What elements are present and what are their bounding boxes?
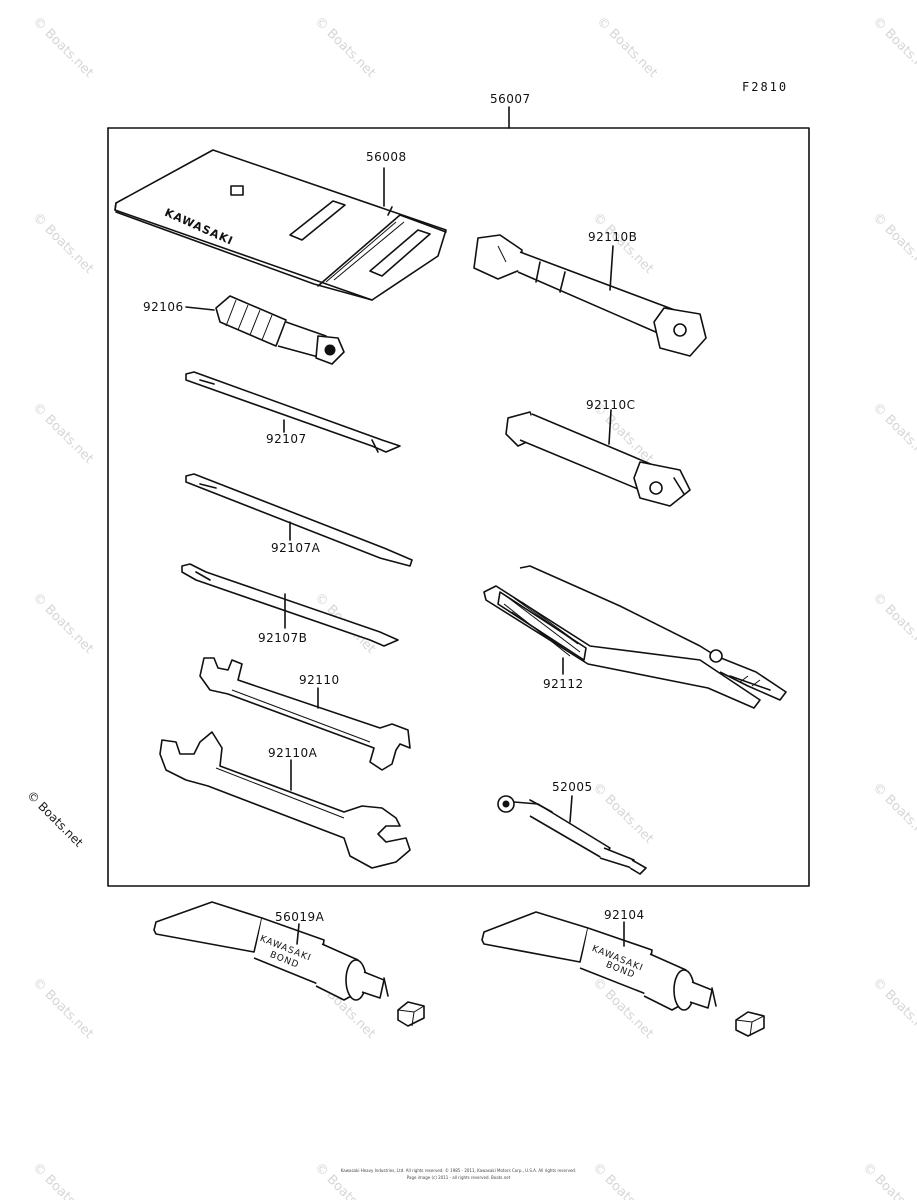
part-label-bond-a[interactable]: 56019A [275,910,325,924]
part-label-screwdriver-a[interactable]: 92107 [266,432,307,446]
screwdriver-92107a-drawing [185,473,413,567]
part-label-gauge[interactable]: 52005 [552,780,593,794]
part-label-tool-kit[interactable]: 56007 [490,92,531,106]
pliers-drawing [483,565,787,709]
part-label-wrench-small[interactable]: 92110 [299,673,340,687]
leader-line [185,306,215,311]
part-label-screwdriver-b[interactable]: 92107A [271,541,321,555]
tool-kit-frame [107,127,810,887]
part-label-bag[interactable]: 56008 [366,150,407,164]
tool-bag-drawing [114,149,447,301]
part-label-plug-wrench[interactable]: 92110B [588,230,638,244]
leader-line [609,245,614,291]
screwdriver-92107b-drawing [181,563,399,647]
footer-page-image: Page image (c) 2011 - all rights reserve… [406,1175,511,1180]
leader-line [608,409,612,445]
gauge-drawing [497,795,647,875]
wrench-92110-drawing [199,657,411,771]
wrench-92110a-drawing [159,731,411,869]
leader-line [296,923,300,945]
part-label-pliers[interactable]: 92112 [543,677,584,691]
screwdriver-92107-drawing [185,371,401,453]
part-label-bond-b[interactable]: 92104 [604,908,645,922]
bond-tube-b-drawing [481,911,765,1037]
leader-line [569,795,573,823]
handle-drawing [215,295,345,365]
footer-copyright: Kawasaki Heavy Industries, Ltd. All righ… [340,1168,577,1173]
part-label-wrench-large[interactable]: 92110A [268,746,318,760]
part-label-handle[interactable]: 92106 [143,300,184,314]
part-label-box-wrench[interactable]: 92110C [586,398,636,412]
box-wrench-drawing [505,411,691,507]
figure-code: F2810 [742,80,789,94]
bond-tube-a-drawing [153,901,425,1027]
part-label-screwdriver-c[interactable]: 92107B [258,631,308,645]
plug-wrench-drawing [473,234,707,357]
